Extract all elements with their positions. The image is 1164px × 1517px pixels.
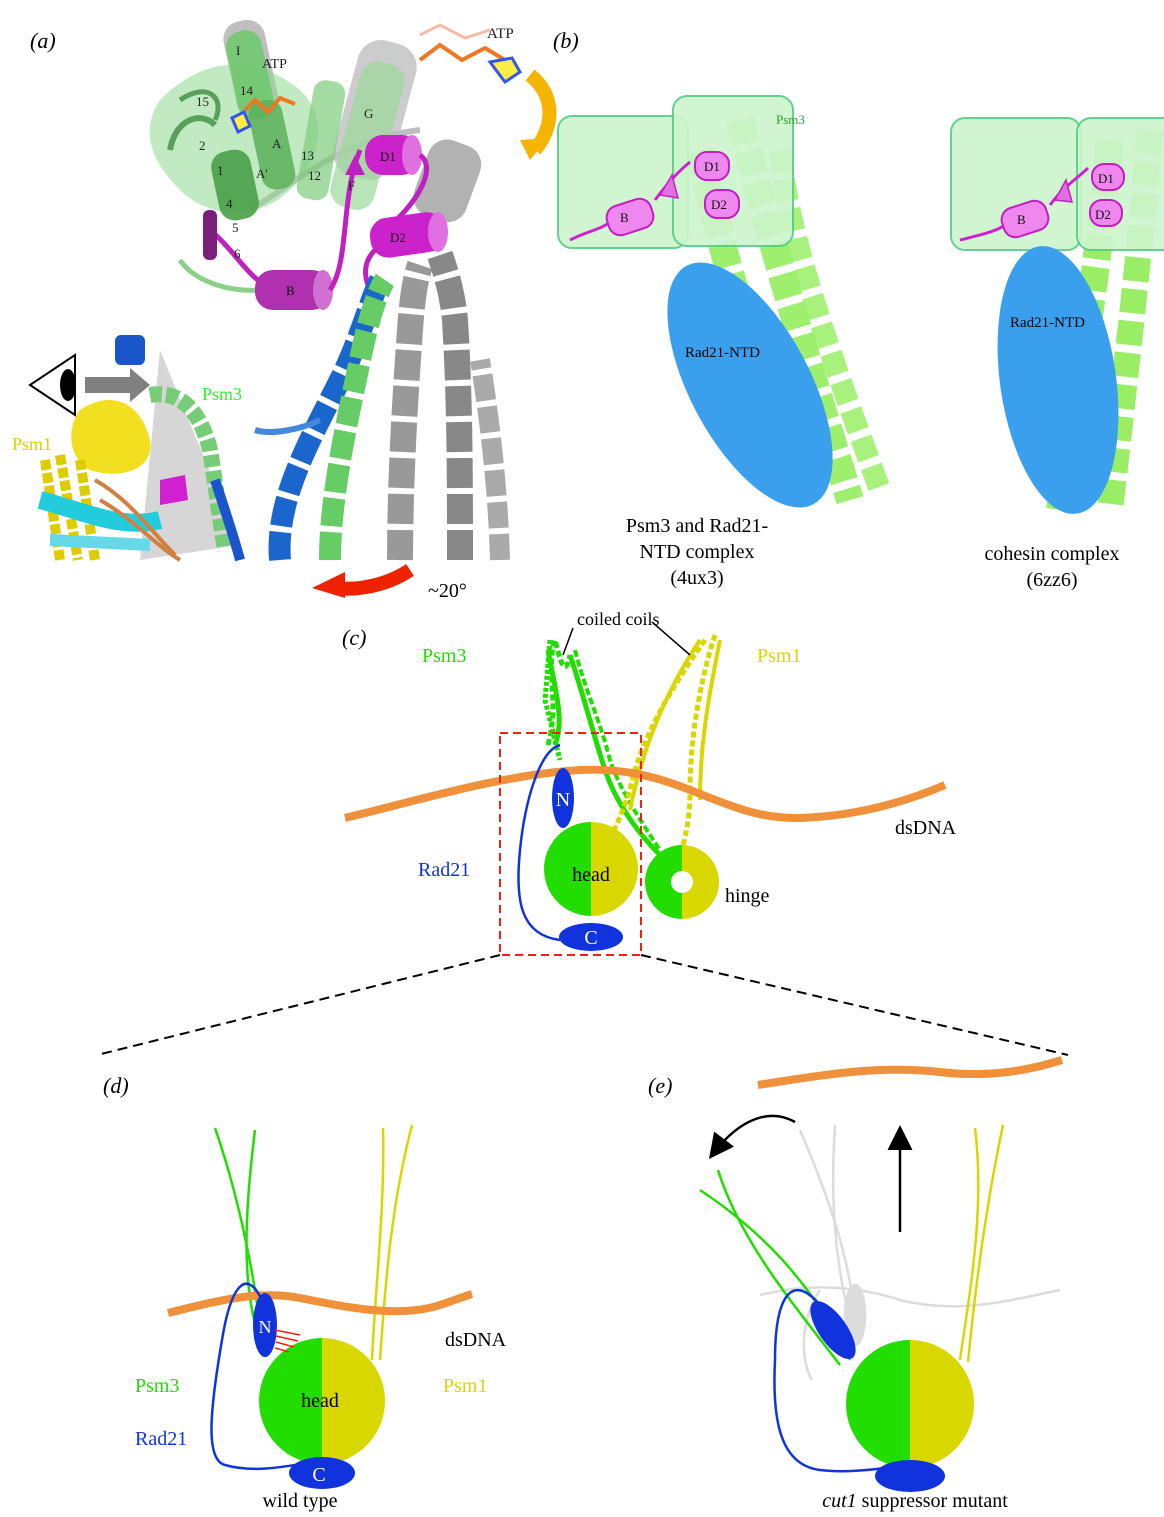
d-head-label: head xyxy=(301,1390,339,1412)
b-left-d2-label: D2 xyxy=(711,197,727,212)
label-A-prime: A' xyxy=(256,166,268,181)
label-6: 6 xyxy=(234,246,241,261)
coiled-coils-pointer-left xyxy=(563,628,573,655)
label-14: 14 xyxy=(240,83,254,98)
atp-mid-label: ATP xyxy=(262,57,287,72)
label-12: 12 xyxy=(308,168,321,183)
zoom-line-right xyxy=(641,955,1068,1055)
b-left-b-label: B xyxy=(620,210,629,225)
b-right-d1-label: D1 xyxy=(1098,171,1114,186)
b-left-d1-label: D1 xyxy=(704,159,720,174)
c-hinge xyxy=(645,845,719,919)
b-right-b-label: B xyxy=(1017,212,1026,227)
e-curved-arrow xyxy=(712,1116,795,1155)
label-I: I xyxy=(236,43,240,58)
e-rad21-c-term xyxy=(875,1460,945,1492)
d-dsdna-strand xyxy=(168,1294,472,1313)
panel-e: (e) cut1 suppressor mutant xyxy=(648,1060,1062,1512)
label-D2: D2 xyxy=(390,230,406,245)
inset-psm3-label: Psm3 xyxy=(202,384,242,404)
label-A: A xyxy=(272,136,282,151)
c-head-label: head xyxy=(572,864,610,886)
coiled-coils-label: coiled coils xyxy=(577,609,659,629)
e-psm1-coil-b xyxy=(968,1125,1003,1362)
b-right-caption-line2: (6zz6) xyxy=(1026,569,1077,591)
b-right-rad21-label: Rad21-NTD xyxy=(1010,315,1085,331)
red-rotation-arrowhead xyxy=(312,572,345,598)
c-hinge-label: hinge xyxy=(725,885,770,907)
b-left-caption-line1: Psm3 and Rad21- xyxy=(626,515,768,537)
b-left-rad21-label: Rad21-NTD xyxy=(685,345,760,361)
d-rad21-label: Rad21 xyxy=(135,1428,187,1450)
view-arrow-icon xyxy=(85,368,150,402)
panel-a-letter-open: (a) xyxy=(30,28,56,53)
panel-c: (c) xyxy=(97,609,1068,1055)
label-15: 15 xyxy=(196,94,209,109)
label-F: F xyxy=(348,178,355,193)
label-5: 5 xyxy=(232,220,239,235)
panel-b-letter: (b) xyxy=(553,28,579,53)
label-1: 1 xyxy=(217,163,224,178)
panel-d: (d) Psm3 Psm1 dsDNA Rad21 head N C wild … xyxy=(103,1073,507,1512)
label-13: 13 xyxy=(301,148,314,163)
zoom-line-left xyxy=(97,955,500,1055)
c-rad21-label: Rad21 xyxy=(418,859,470,881)
d-caption: wild type xyxy=(263,1490,338,1512)
d-c-term-label: C xyxy=(312,1464,325,1486)
b-left-caption-line2: NTD complex xyxy=(640,541,755,563)
label-4: 4 xyxy=(226,196,233,211)
d-psm1-coil-b xyxy=(380,1125,412,1360)
c-psm1-label: Psm1 xyxy=(757,645,801,667)
atp-top-label: ATP xyxy=(487,26,514,42)
d-dsdna-label: dsDNA xyxy=(445,1329,507,1351)
e-dsdna-displaced xyxy=(758,1060,1062,1085)
b-right-caption-line1: cohesin complex xyxy=(985,543,1120,565)
d-psm1-label: Psm1 xyxy=(443,1375,487,1397)
c-n-term-label: N xyxy=(556,789,570,811)
psm1-coiled-coil xyxy=(600,635,720,855)
panel-c-letter: (c) xyxy=(342,625,366,650)
b-right-d2-label: D2 xyxy=(1095,207,1111,222)
panel-d-letter: (d) xyxy=(103,1073,129,1098)
label-2: 2 xyxy=(199,138,206,153)
e-psm1-coil-a xyxy=(960,1128,978,1360)
panel-e-letter: (e) xyxy=(648,1073,672,1098)
b-left-psm3-label: Psm3 xyxy=(776,112,805,127)
c-psm3-label: Psm3 xyxy=(422,645,466,667)
label-D1: D1 xyxy=(380,149,396,164)
panel-b: (b) xyxy=(553,28,1164,591)
eye-pupil-icon xyxy=(60,369,76,401)
c-dsdna-label: dsDNA xyxy=(895,817,957,839)
c-dsdna-strand xyxy=(345,770,945,818)
rotation-angle-label: ~20° xyxy=(428,580,467,602)
c-c-term-label: C xyxy=(584,927,597,949)
inset-psm1-label: Psm1 xyxy=(12,434,52,454)
panel-a-inset xyxy=(30,335,240,560)
d-psm3-label: Psm3 xyxy=(135,1375,179,1397)
label-B: B xyxy=(286,283,295,298)
d-n-term-label: N xyxy=(259,1317,272,1337)
label-G: G xyxy=(364,106,373,121)
panel-a: (a) xyxy=(12,17,549,602)
rad21-ntd-ellipse-right xyxy=(982,238,1134,522)
e-caption: cut1 suppressor mutant xyxy=(822,1490,1008,1512)
b-left-caption-line3: (4ux3) xyxy=(670,567,723,589)
e-smc-head xyxy=(846,1340,974,1468)
